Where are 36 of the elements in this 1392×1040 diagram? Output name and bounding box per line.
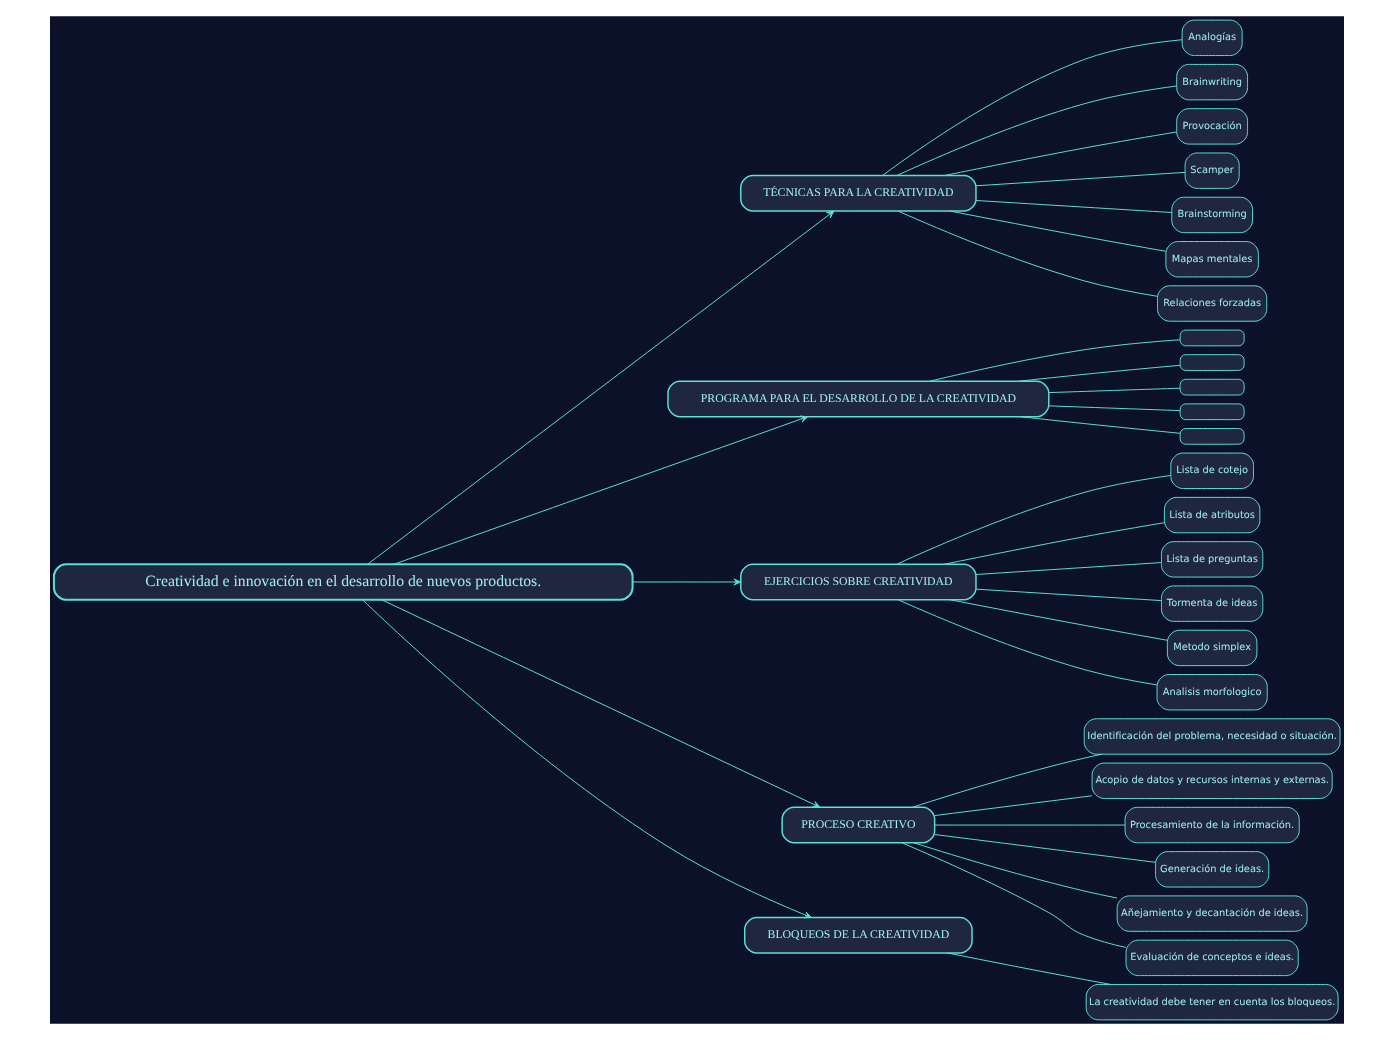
connector [911, 753, 1102, 808]
connector [933, 824, 1125, 826]
connector [974, 588, 1161, 602]
connector [942, 131, 1177, 177]
connector [974, 562, 1161, 575]
connector [928, 339, 1180, 382]
arrow [361, 599, 811, 919]
connector [895, 85, 1176, 176]
connector [948, 210, 1166, 252]
node-box: Creatividad e innovación en el desarrollo de nuevos productos. [51, 563, 633, 601]
node-box [1178, 329, 1244, 347]
connector [974, 171, 1185, 187]
connector [933, 795, 1092, 817]
arrow [631, 578, 741, 586]
connector [1018, 416, 1180, 434]
node-box [1178, 354, 1244, 371]
arrow [392, 415, 808, 565]
connector [900, 842, 1126, 948]
connector [881, 39, 1182, 177]
connector [895, 475, 1171, 565]
connector [896, 210, 1157, 297]
connector [948, 599, 1167, 641]
connector [912, 842, 1117, 899]
connector [945, 952, 1111, 985]
connector [1016, 364, 1180, 382]
connector [942, 522, 1164, 565]
node-box [1178, 378, 1244, 396]
connector [974, 200, 1172, 213]
connector [896, 599, 1157, 686]
arrow [380, 599, 820, 808]
connector [933, 834, 1155, 863]
node-box [1178, 403, 1244, 421]
connector [1047, 387, 1180, 394]
node-box [1178, 428, 1244, 445]
arrow [366, 210, 834, 565]
connector [1047, 405, 1180, 412]
